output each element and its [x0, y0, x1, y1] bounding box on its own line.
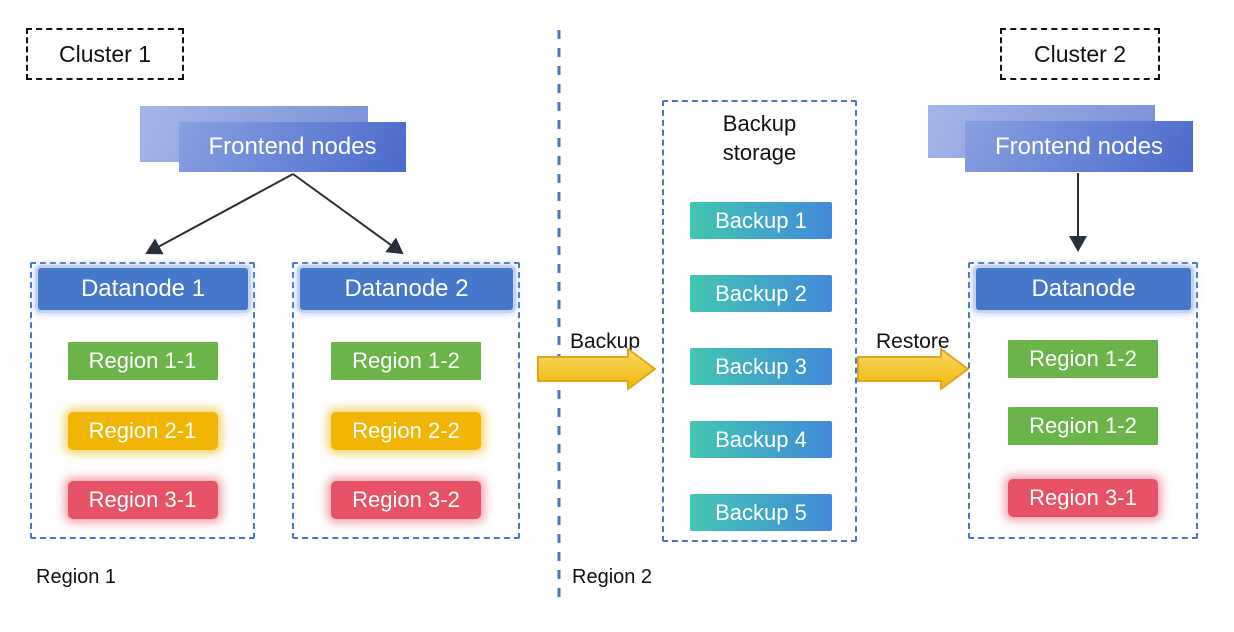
backup-item: Backup 2	[690, 275, 832, 312]
backup-flow-arrow	[537, 348, 656, 390]
backup-storage-title: Backup storage	[722, 111, 797, 165]
datanode2-container: Datanode 2 Region 1-2 Region 2-2 Region …	[292, 262, 520, 539]
restore-flow-arrow	[857, 348, 969, 390]
backup-flow-label: Backup	[570, 330, 641, 353]
datanode2-title: Datanode 2	[344, 275, 469, 302]
cluster2-label-box: Cluster 2	[1000, 28, 1160, 80]
frontend-to-datanode2-arrow	[292, 173, 404, 255]
region-chip: Region 3-2	[331, 481, 481, 519]
cluster2-label: Cluster 2	[1033, 40, 1127, 67]
cluster2-datanode-title: Datanode	[1031, 275, 1136, 302]
cluster2-datanode-header: Datanode	[976, 268, 1191, 310]
restore-flow-label: Restore	[876, 330, 950, 353]
cluster1-label-box: Cluster 1	[26, 28, 184, 80]
datanode2-header: Datanode 2	[300, 268, 513, 310]
backup-item: Backup 3	[690, 348, 832, 385]
region-chip: Region 1-2	[1008, 340, 1158, 378]
cluster1-frontend-label: Frontend nodes	[208, 133, 377, 160]
region-chip: Region 2-2	[331, 412, 481, 450]
region2-footer-label: Region 2	[572, 566, 653, 588]
backup-item: Backup 1	[690, 202, 832, 239]
datanode1-title: Datanode 1	[80, 275, 206, 302]
cluster2-frontend-label: Frontend nodes	[994, 132, 1164, 160]
cluster2-frontend-front-panel: Frontend nodes	[965, 121, 1193, 172]
datanode1-header: Datanode 1	[38, 268, 248, 310]
region1-footer-label: Region 1	[36, 566, 117, 588]
cluster1-frontend-front-panel: Frontend nodes	[179, 122, 406, 172]
cluster2-datanode-container: Datanode Region 1-2 Region 1-2 Region 3-…	[968, 262, 1198, 539]
backup-storage-container: Backup storage Backup 1 Backup 2 Backup …	[662, 100, 857, 542]
datanode1-container: Datanode 1 Region 1-1 Region 2-1 Region …	[30, 262, 255, 539]
region-chip: Region 1-1	[67, 342, 218, 380]
backup-item: Backup 5	[690, 494, 832, 531]
backup-item: Backup 4	[690, 421, 832, 458]
region-chip: Region 2-1	[67, 412, 218, 450]
frontend-to-datanode1-arrow	[145, 173, 294, 255]
region-chip: Region 3-1	[67, 481, 218, 519]
region-chip: Region 1-2	[1008, 407, 1158, 445]
cluster1-label: Cluster 1	[58, 40, 152, 67]
region-chip: Region 1-2	[331, 342, 481, 380]
region-chip: Region 3-1	[1008, 479, 1158, 517]
